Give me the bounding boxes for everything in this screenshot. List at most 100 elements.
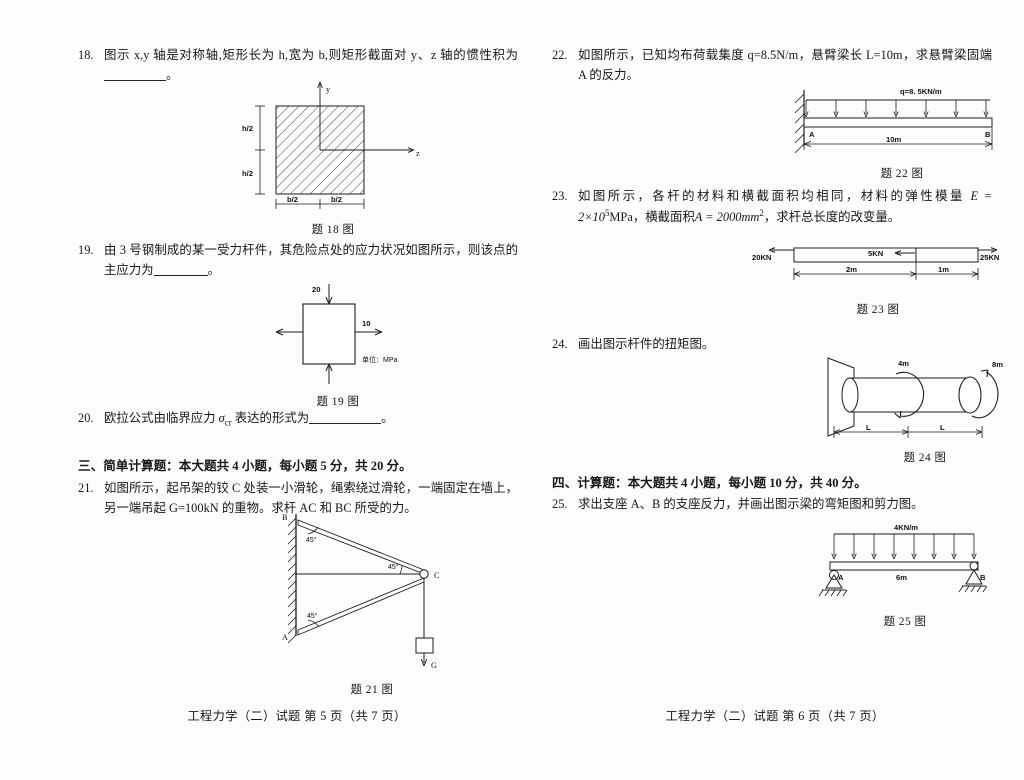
question-21: 21. 如图所示，起吊架的铰 C 处装一小滑轮，绳索绕过滑轮，一端固定在墙上，另… xyxy=(78,478,518,518)
sigma-symbol: σ xyxy=(218,411,225,425)
bar-segment-right xyxy=(915,247,979,263)
torque-arrow-1 xyxy=(895,371,925,417)
torque-arrow-1-head xyxy=(894,410,902,419)
question-20: 20. 欧拉公式由临界应力 σcr 表达的形式为。 xyxy=(78,408,518,430)
left-page-footer: 工程力学（二）试题 第 5 页（共 7 页） xyxy=(187,709,407,723)
question-22: 22. 如图所示，已知均布荷载集度 q=8.5N/m，悬臂梁长 L=10m，求悬… xyxy=(552,45,992,85)
stress-value-vertical: 20 xyxy=(312,285,320,294)
question-25: 25. 求出支座 A、B 的支座反力，并画出图示梁的弯矩图和剪力图。 xyxy=(552,494,992,514)
formula-a-exponent: 2 xyxy=(759,208,764,219)
torque-arrow-2-head xyxy=(980,369,989,378)
formula-e-exponent: 5 xyxy=(604,208,610,219)
angle-mid-label: 45° xyxy=(388,563,399,571)
node-a-label: A xyxy=(282,633,288,642)
bar-segment-left xyxy=(793,247,917,263)
figure-19: 20 10 单位：MPa 题 19 图 xyxy=(228,282,448,409)
member-ac xyxy=(297,577,425,636)
shaft-body xyxy=(849,377,971,413)
dim-left-label: 2m xyxy=(846,265,857,274)
figure-18-caption: 题 18 图 xyxy=(311,224,355,236)
dim-b-left-label: b/2 xyxy=(287,195,298,204)
distributed-load-arrows xyxy=(803,100,989,118)
node-a-label: A xyxy=(809,130,815,139)
figure-24: 4m 8m L L 题 24 图 xyxy=(820,350,1020,465)
axis-z-label: z xyxy=(416,149,420,158)
node-b-label: B xyxy=(282,513,288,522)
pin-c xyxy=(419,569,429,579)
question-19-text: 由 3 号钢制成的某一受力杆件，其危险点处的应力状况如图所示，则该点的主应力为。 xyxy=(104,243,518,278)
torque-1-label: 4m xyxy=(898,359,909,368)
force-left-arrow xyxy=(768,247,776,253)
axis-z-arrow xyxy=(407,147,415,153)
dim-right-label: 1m xyxy=(938,265,949,274)
force-mid-label: 5KN xyxy=(868,249,883,258)
dim-b-right-label: b/2 xyxy=(331,195,342,204)
figure-24-caption: 题 24 图 xyxy=(903,452,947,464)
dim-h-bottom-label: h/2 xyxy=(242,169,253,178)
node-b-label: B xyxy=(985,130,991,139)
node-a-label: A xyxy=(838,573,844,582)
section-3-heading: 三、简单计算题：本大题共 4 小题，每小题 5 分，共 20 分。 xyxy=(78,459,412,473)
formula-a: A = 2000mm xyxy=(694,210,760,225)
figure-19-caption: 题 19 图 xyxy=(316,396,360,408)
angle-arc-mid xyxy=(399,565,403,575)
sigma-subscript: cr xyxy=(224,417,232,428)
figure-23: 20KN 5KN 25KN 2m 1m 题 23 图 xyxy=(752,236,1012,317)
shaft-end-right xyxy=(958,376,982,414)
force-right-label: 25KN xyxy=(980,253,999,262)
question-25-number: 25. xyxy=(552,497,568,511)
figure-25: 4KN/m xyxy=(802,518,1022,629)
torque-2-label: 8m xyxy=(992,360,1003,369)
shaft-end-left xyxy=(841,377,859,413)
figure-23-caption: 题 23 图 xyxy=(856,304,900,316)
question-24-number: 24. xyxy=(552,337,568,351)
question-22-number: 22. xyxy=(552,48,568,62)
load-intensity-label: q=8. 5KN/m xyxy=(900,87,942,96)
load-g-label: G xyxy=(431,661,437,670)
roller-support-b xyxy=(958,561,988,593)
beam-body xyxy=(803,117,993,128)
right-page-footer: 工程力学（二）试题 第 6 页（共 7 页） xyxy=(665,709,885,723)
axis-y-arrow xyxy=(317,81,323,89)
question-23: 23. 如图所示，各杆的材料和横截面积均相同，材料的弹性模量 E = 2×105… xyxy=(552,186,992,227)
question-24: 24. 画出图示杆件的扭矩图。 xyxy=(552,334,992,354)
stress-arrow-left-head xyxy=(275,328,284,336)
node-b-label: B xyxy=(980,573,986,582)
question-18-text: 图示 x,y 轴是对称轴,矩形长为 h,宽为 b,则矩形截面对 y、z 轴的惯性… xyxy=(104,48,518,83)
stress-arrow-bottom-head xyxy=(325,363,333,372)
weight-arrow-head xyxy=(420,658,428,667)
stress-value-horizontal: 10 xyxy=(362,319,370,328)
question-22-text: 如图所示，已知均布荷载集度 q=8.5N/m，悬臂梁长 L=10m，求悬臂梁固端… xyxy=(578,48,992,83)
question-21-text: 如图所示，起吊架的铰 C 处装一小滑轮，绳索绕过滑轮，一端固定在墙上，另一端吊起… xyxy=(104,481,518,516)
question-20-text: 欧拉公式由临界应力 σcr 表达的形式为。 xyxy=(104,411,394,428)
question-20-number: 20. xyxy=(78,411,94,425)
dim-2-label: L xyxy=(940,423,945,432)
formula-e: E = 2×10 xyxy=(578,189,993,225)
figure-22-caption: 题 22 图 xyxy=(880,168,924,180)
force-right-arrow xyxy=(990,247,998,253)
span-label: 6m xyxy=(896,573,907,582)
pin-support-a xyxy=(818,570,848,597)
answer-blank[interactable] xyxy=(104,80,166,82)
question-19-number: 19. xyxy=(78,243,94,257)
torque-arrow-2 xyxy=(971,371,999,419)
wall-plate xyxy=(827,357,855,437)
answer-blank[interactable] xyxy=(309,423,382,424)
question-21-number: 21. xyxy=(78,481,94,495)
span-label: 10m xyxy=(886,135,901,144)
answer-blank[interactable] xyxy=(153,275,208,277)
weight-block xyxy=(415,637,434,654)
wall-support-hatching xyxy=(287,514,297,644)
question-19: 19. 由 3 号钢制成的某一受力杆件，其危险点处的应力状况如图所示，则该点的主… xyxy=(78,240,518,280)
question-18: 18. 图示 x,y 轴是对称轴,矩形长为 h,宽为 b,则矩形截面对 y、z … xyxy=(78,45,518,85)
axis-y-label: y xyxy=(326,85,331,94)
node-c-label: C xyxy=(434,571,440,580)
stress-units-note: 单位：MPa xyxy=(362,355,397,364)
figure-25-caption: 题 25 图 xyxy=(883,616,927,628)
angle-bottom-label: 45° xyxy=(307,612,318,620)
beam-body xyxy=(829,561,979,571)
angle-top-label: 45° xyxy=(306,536,317,544)
force-mid-arrow xyxy=(894,250,902,256)
question-18-number: 18. xyxy=(78,48,94,62)
